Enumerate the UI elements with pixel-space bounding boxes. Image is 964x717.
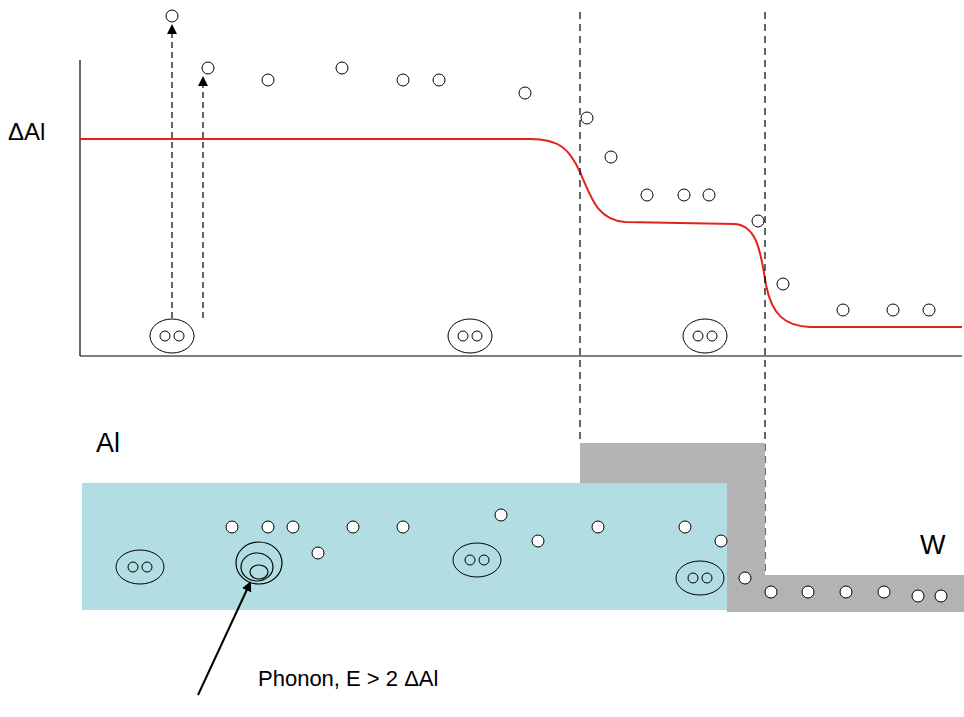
cooper-pairs — [150, 319, 727, 353]
quasiparticle — [752, 215, 764, 227]
excitation-arrows — [172, 26, 203, 318]
cooper-pair — [116, 550, 164, 584]
quasiparticle — [160, 331, 170, 341]
quasiparticle — [935, 590, 947, 602]
quasiparticle — [495, 509, 507, 521]
material-label: W — [920, 530, 945, 561]
quasiparticle — [777, 278, 789, 290]
quasiparticle — [262, 521, 274, 533]
quasiparticle — [397, 74, 409, 86]
quasiparticle — [840, 586, 852, 598]
quasiparticle — [458, 331, 468, 341]
cooper-pairs — [116, 543, 724, 595]
quasiparticle — [465, 555, 475, 565]
quasiparticle — [532, 535, 544, 547]
film-region: W — [765, 575, 964, 612]
quasiparticles — [226, 509, 947, 602]
gap-curve — [80, 139, 962, 327]
quasiparticle — [312, 547, 324, 559]
material-label: Al — [96, 428, 120, 459]
quasiparticle — [287, 521, 299, 533]
axis-label: ΔAl — [8, 118, 45, 146]
quasiparticle — [605, 151, 617, 163]
quasiparticle — [878, 586, 890, 598]
quasiparticle — [479, 555, 489, 565]
quasiparticle — [592, 521, 604, 533]
quasiparticle — [739, 572, 751, 584]
quasiparticle — [887, 304, 899, 316]
quasiparticle — [336, 62, 348, 74]
quasiparticle — [347, 521, 359, 533]
phonon-label: Phonon, E > 2 ΔAl — [258, 666, 438, 692]
quasiparticle — [166, 10, 178, 22]
quasiparticle — [693, 331, 703, 341]
quasiparticle — [397, 521, 409, 533]
film-region: Al — [82, 483, 727, 610]
graph-axes — [80, 60, 962, 356]
quasiparticle — [128, 562, 138, 572]
quasiparticle — [519, 87, 531, 99]
quasiparticle — [688, 573, 698, 583]
quasiparticle — [912, 590, 924, 602]
quasiparticle — [765, 586, 777, 598]
quasiparticle — [641, 189, 653, 201]
quasiparticle — [678, 189, 690, 201]
quasiparticle — [837, 304, 849, 316]
quasiparticle — [703, 189, 715, 201]
quasiparticle — [174, 331, 184, 341]
quasiparticle — [923, 304, 935, 316]
quasiparticle — [702, 573, 712, 583]
phonon-arrow — [198, 583, 250, 695]
quasiparticle — [581, 112, 593, 124]
aluminium-film — [82, 483, 727, 610]
cooper-pair — [448, 319, 492, 353]
cooper-pair — [683, 319, 727, 353]
quasiparticle — [226, 521, 238, 533]
quasiparticle — [262, 74, 274, 86]
quasiparticle — [433, 74, 445, 86]
phonon-symbol — [236, 542, 282, 584]
quasiparticle — [802, 586, 814, 598]
quasiparticle — [202, 62, 214, 74]
cooper-pair — [453, 543, 501, 577]
quasiparticle — [142, 562, 152, 572]
quasiparticles — [166, 10, 935, 316]
quasiparticle — [679, 521, 691, 533]
cooper-pair — [150, 319, 194, 353]
quasiparticle — [472, 331, 482, 341]
cooper-pair — [676, 561, 724, 595]
quasiparticle — [715, 535, 727, 547]
quasiparticle — [707, 331, 717, 341]
